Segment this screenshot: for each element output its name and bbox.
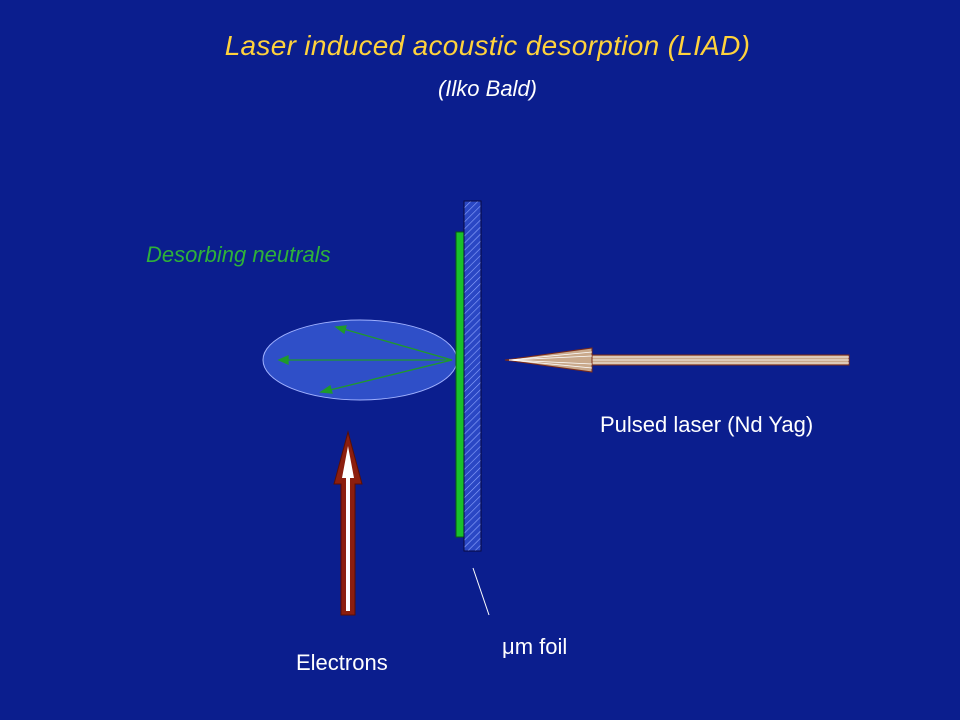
neutral-arrows [277,325,453,394]
desorbing-neutrals-label: Desorbing neutrals [146,242,331,267]
neutral-arrow-down-icon [319,359,453,394]
sample-film [455,231,465,538]
slide-title: Laser induced acoustic desorption (LIAD) [224,30,751,61]
foil-label-text: m foil [514,634,568,659]
neutral-arrow-up-icon [334,325,453,361]
foil-pointer-line [472,567,490,616]
foil-label: μm foil [502,634,567,660]
pulsed-laser-label: Pulsed laser (Nd Yag) [600,412,814,437]
electrons-label: Electrons [296,650,388,675]
foil-label-mu: μ [502,634,515,659]
laser-beam-left-arrow-icon [504,347,850,373]
neutral-arrow-left-icon [277,354,452,366]
slide-subtitle: (Ilko Bald) [437,76,538,101]
foil [463,200,482,552]
electron-beam-up-arrow-icon [333,430,363,616]
